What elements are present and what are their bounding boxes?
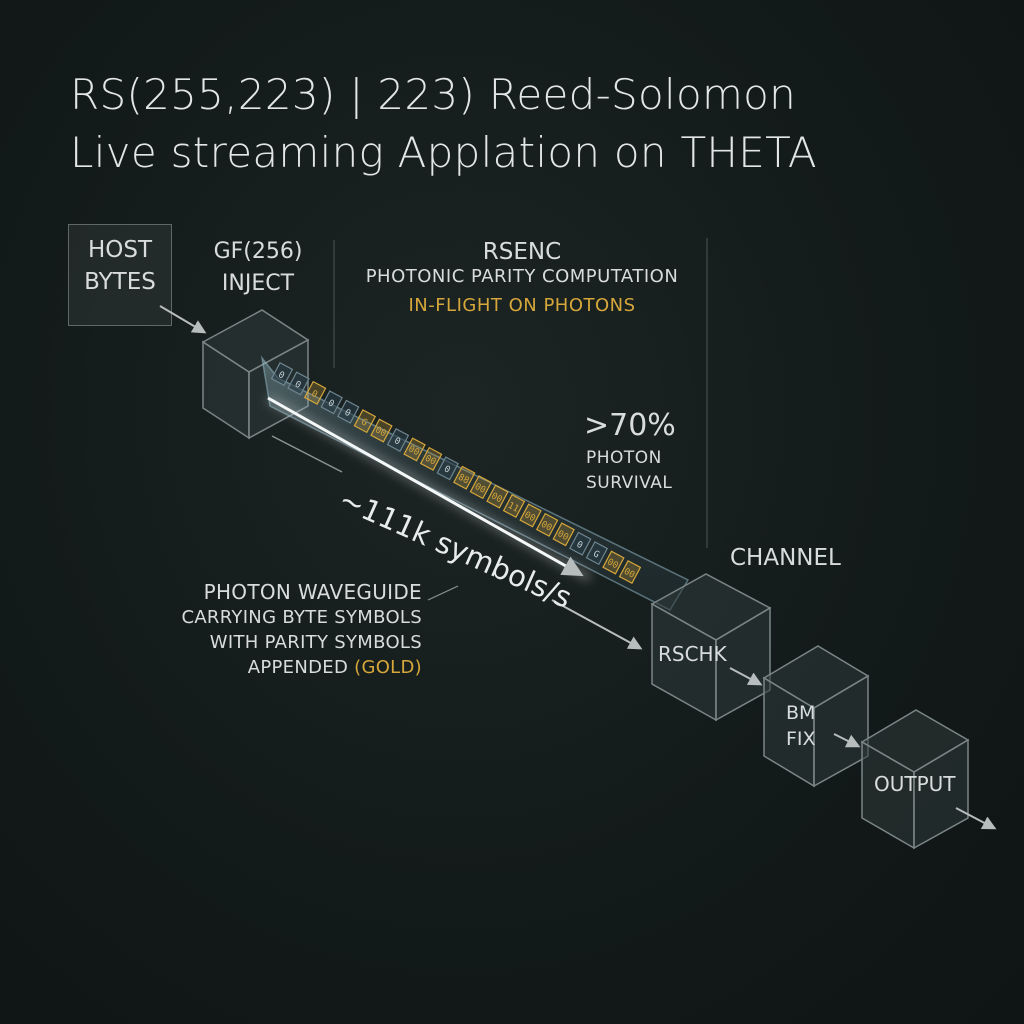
svg-text:88: 88 xyxy=(456,473,470,487)
parity-symbol: 00 xyxy=(552,522,575,547)
svg-text:0: 0 xyxy=(293,380,302,391)
byte-symbol: 0 xyxy=(337,399,360,424)
svg-text:G: G xyxy=(359,417,368,428)
parity-symbol: 0 xyxy=(303,380,327,405)
photon-survival-value: >70% xyxy=(584,408,676,443)
svg-text:00: 00 xyxy=(423,454,437,468)
caption-gold-note: (GOLD) xyxy=(354,657,422,678)
svg-text:00: 00 xyxy=(406,444,420,458)
host-bytes-label: HOST BYTES xyxy=(80,234,160,298)
output-cube xyxy=(860,709,970,850)
byte-symbol: G xyxy=(585,541,609,566)
tube-shadow-line-1 xyxy=(271,435,343,473)
byte-symbol: 0 xyxy=(270,361,294,387)
arrow-host-to-inject xyxy=(159,305,207,334)
inject-label-line-1: GF(256) xyxy=(213,239,303,264)
caption-leader xyxy=(427,585,459,601)
arrow-rschk-to-bm xyxy=(729,667,763,686)
svg-text:0: 0 xyxy=(392,436,401,447)
caption-line-1: PHOTON WAVEGUIDE xyxy=(203,580,422,604)
rschk-label: RSCHK xyxy=(658,642,727,666)
host-label-line-2: BYTES xyxy=(84,269,156,295)
parity-symbol: 00 xyxy=(602,550,625,575)
caption-line-4-prefix: APPENDED xyxy=(247,657,355,678)
inject-label-line-2: INJECT xyxy=(221,271,295,296)
parity-symbol: 00 xyxy=(618,559,642,585)
arrow-output xyxy=(955,807,997,830)
caption-line-4: APPENDED (GOLD) xyxy=(181,655,422,680)
byte-symbol: 0 xyxy=(320,390,343,415)
rschk-cube xyxy=(650,573,772,722)
parity-symbol: 00 xyxy=(469,475,493,500)
inject-label: GF(256) INJECT xyxy=(208,236,308,300)
survival-label-line-2: SURVIVAL xyxy=(586,473,673,493)
byte-symbol: 0 xyxy=(436,456,459,481)
svg-text:0: 0 xyxy=(442,464,451,475)
caption-line-3: WITH PARITY SYMBOLS xyxy=(209,632,422,653)
tube-shadow-line-2 xyxy=(551,599,643,650)
svg-text:0: 0 xyxy=(309,389,318,400)
bmfix-label-line-2: FIX xyxy=(786,728,816,750)
title-line-2: Live streaming Applation on THETA xyxy=(70,128,817,177)
svg-text:0: 0 xyxy=(343,408,352,419)
parity-symbol: G xyxy=(353,409,377,434)
inject-cube xyxy=(201,309,310,440)
output-label: OUTPUT xyxy=(874,772,956,796)
parity-symbol: 00 xyxy=(403,437,426,462)
svg-text:00: 00 xyxy=(473,482,487,496)
parity-symbol: 00 xyxy=(535,512,559,537)
parity-symbol: 11 xyxy=(502,493,526,519)
svg-text:0: 0 xyxy=(575,540,584,551)
arrow-bm-to-output xyxy=(833,733,861,748)
parity-symbol: 00 xyxy=(519,503,542,528)
svg-text:00: 00 xyxy=(605,557,619,571)
byte-symbol: 0 xyxy=(569,531,592,556)
parity-symbol: 00 xyxy=(486,484,509,509)
host-bytes-box xyxy=(68,224,172,326)
parity-symbol: 00 xyxy=(370,418,393,443)
channel-label: CHANNEL xyxy=(730,545,841,571)
svg-text:G: G xyxy=(591,549,600,560)
byte-symbol: 0 xyxy=(386,427,410,453)
svg-text:11: 11 xyxy=(506,501,520,515)
title-line-1: RS(255,223) | 223) Reed-Solomon xyxy=(70,70,797,119)
diagram-title: RS(255,223) | 223) Reed-Solomon Live str… xyxy=(70,66,817,182)
survival-label-line-1: PHOTON xyxy=(586,448,662,468)
svg-text:0: 0 xyxy=(326,398,335,409)
host-label-line-1: HOST xyxy=(87,237,153,263)
svg-text:00: 00 xyxy=(522,510,536,524)
waveguide-caption: PHOTON WAVEGUIDE CARRYING BYTE SYMBOLS W… xyxy=(181,580,422,680)
bmfix-label: BM FIX xyxy=(786,700,816,752)
parity-symbol: 88 xyxy=(453,465,476,490)
parity-symbol: 00 xyxy=(419,446,443,471)
svg-text:00: 00 xyxy=(539,520,553,534)
photon-survival-label: PHOTON SURVIVAL xyxy=(586,446,672,496)
byte-symbol: 0 xyxy=(287,371,310,396)
svg-text:00: 00 xyxy=(373,425,387,439)
svg-text:00: 00 xyxy=(489,491,503,505)
svg-text:00: 00 xyxy=(556,529,570,543)
caption-line-2: CARRYING BYTE SYMBOLS xyxy=(181,607,422,628)
svg-text:00: 00 xyxy=(622,567,636,581)
bmfix-cube xyxy=(762,645,870,788)
rsenc-description: PHOTONIC PARITY COMPUTATION xyxy=(365,266,679,287)
rsenc-label: RSENC xyxy=(482,239,562,265)
svg-text:0: 0 xyxy=(276,370,285,381)
bmfix-label-line-1: BM xyxy=(786,702,816,724)
rsenc-highlight: IN-FLIGHT ON PHOTONS xyxy=(408,295,636,316)
